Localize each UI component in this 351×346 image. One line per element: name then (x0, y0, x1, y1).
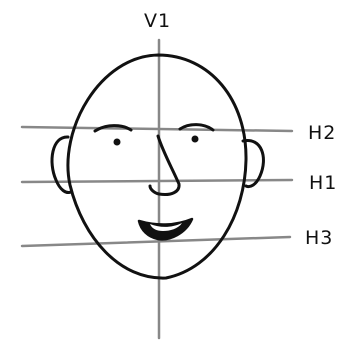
label-v1: V1 (144, 10, 171, 32)
guide-line-h2 (22, 127, 292, 131)
right-eye (192, 136, 199, 143)
label-h1: H1 (309, 172, 337, 194)
label-h2: H2 (308, 122, 336, 144)
left-eye (114, 139, 121, 146)
guide-line-h1 (22, 180, 292, 182)
label-h3: H3 (305, 227, 333, 249)
nose (150, 136, 179, 195)
